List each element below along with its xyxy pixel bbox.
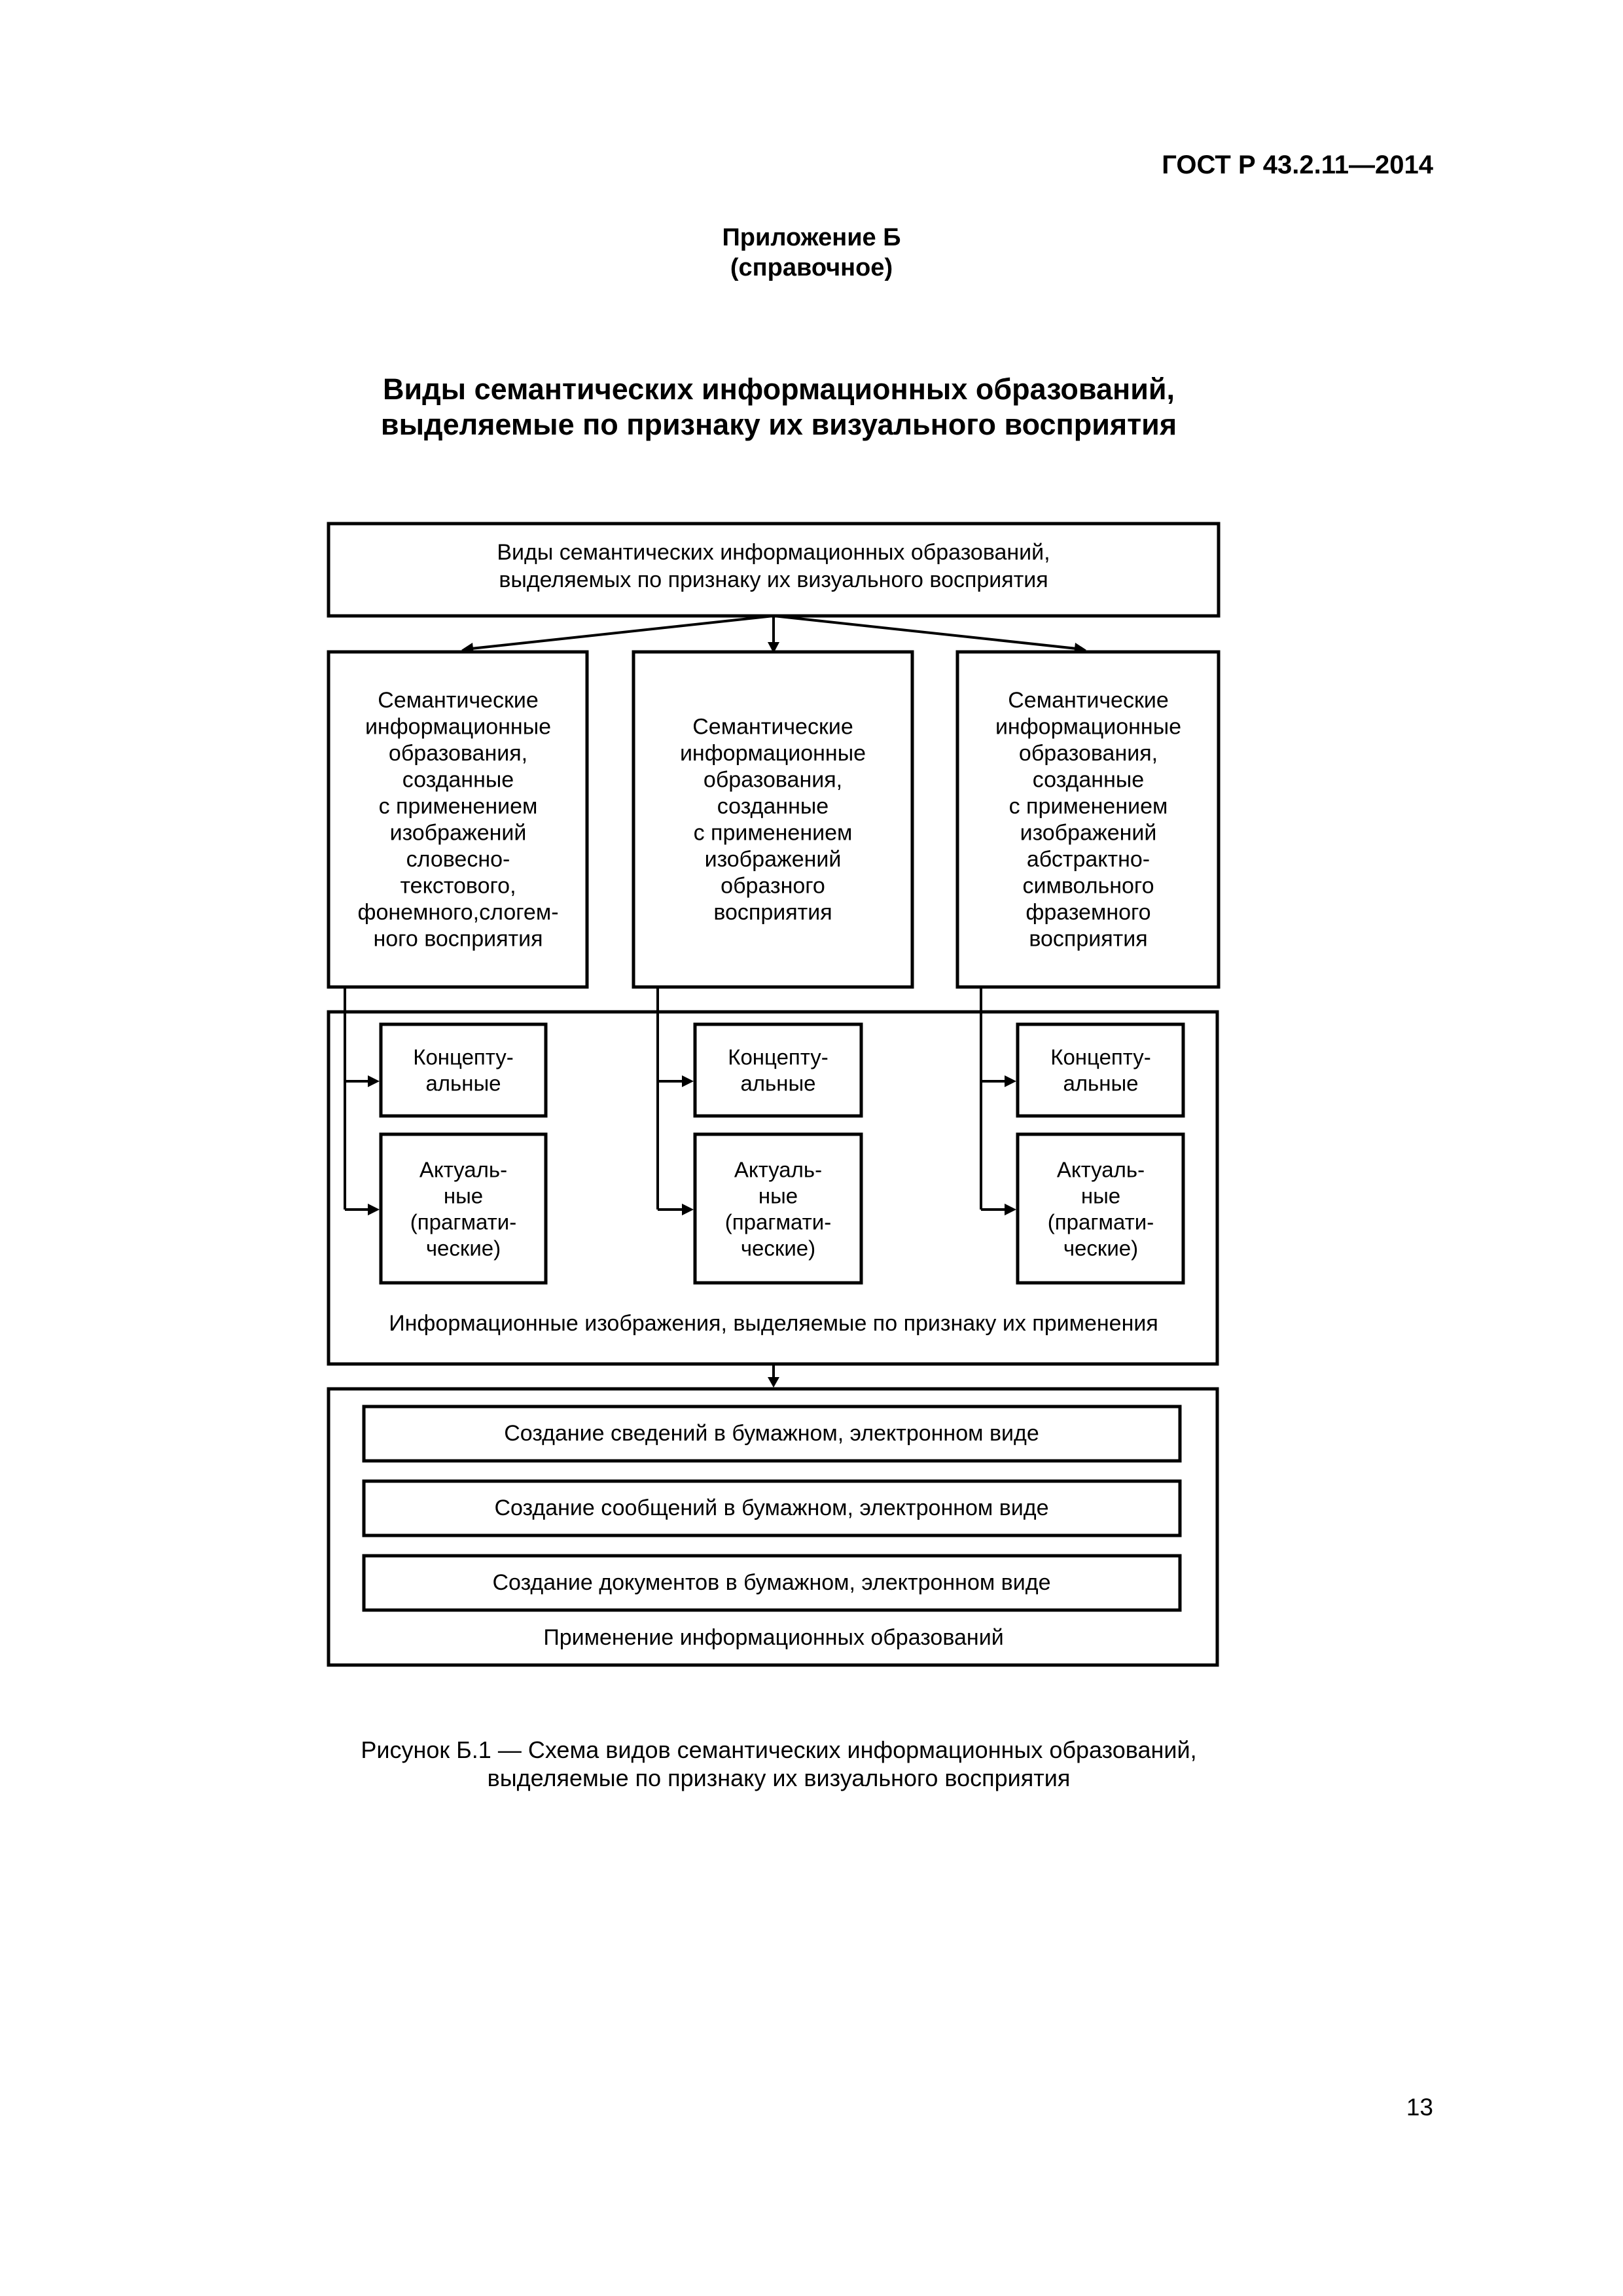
category-2-text-line-4: созданные bbox=[717, 794, 829, 819]
category-3-text-line-5: с применением bbox=[1009, 794, 1168, 819]
applications-group: Создание сведений в бумажном, электронно… bbox=[327, 1387, 1219, 1667]
actual-2-text-line-1: Актуаль- bbox=[734, 1158, 822, 1182]
category-1-text-line-9: фонемного,слогем- bbox=[357, 900, 558, 925]
subtype-connectors bbox=[344, 987, 1016, 1215]
application-item-2: Создание сообщений в бумажном, электронн… bbox=[494, 1496, 1048, 1520]
appendix-label: Приложение Б bbox=[722, 224, 901, 251]
category-1-text-line-2: информационные bbox=[365, 714, 551, 739]
category-1-text-line-8: текстового, bbox=[400, 873, 516, 898]
actual-1-text-line-2: ные bbox=[444, 1184, 483, 1208]
appendix-title: Виды семантических информационных образо… bbox=[255, 372, 1302, 442]
actual-1-text-line-4: ческие) bbox=[426, 1236, 501, 1261]
subtype-conceptual-3: Концепту-альные bbox=[1016, 1022, 1185, 1118]
category-1-text-line-6: изображений bbox=[390, 820, 527, 845]
category-1-text-line-3: образования, bbox=[389, 741, 527, 766]
actual-3-text-line-1: Актуаль- bbox=[1057, 1158, 1145, 1182]
category-1-text-line-5: с применением bbox=[379, 794, 538, 819]
actual-2-text-line-4: ческие) bbox=[741, 1236, 815, 1261]
subtype-conceptual-2: Концепту-альные bbox=[693, 1022, 863, 1118]
category-2-text-line-8: восприятия bbox=[713, 900, 832, 925]
category-2-text-line-2: информационные bbox=[680, 741, 866, 766]
actual-2-text-line-3: (прагмати- bbox=[725, 1210, 831, 1234]
category-3-text-line-8: символьного bbox=[1022, 873, 1154, 898]
root-node-line-1: Виды семантических информационных образо… bbox=[497, 540, 1050, 565]
page-number: 13 bbox=[1406, 2094, 1433, 2121]
conceptual-2-text-line-2: альные bbox=[740, 1071, 815, 1096]
actual-3-text-line-4: ческие) bbox=[1063, 1236, 1138, 1261]
category-node-verbal: Семантическиеинформационныеобразования,с… bbox=[327, 650, 589, 989]
images-group-label: Информационные изображения, выделяемые п… bbox=[389, 1311, 1158, 1336]
category-1-text-line-4: созданные bbox=[402, 767, 514, 792]
actual-1-text-line-3: (прагмати- bbox=[410, 1210, 516, 1234]
appendix-status: (справочное) bbox=[730, 254, 893, 281]
root-node: Виды семантических информационных образо… bbox=[327, 522, 1221, 618]
title-line-2: выделяемые по признаку их визуального во… bbox=[380, 408, 1177, 441]
category-node-figurative: Семантическиеинформационныеобразования,с… bbox=[632, 650, 914, 989]
category-node-figurative-text: Семантическиеинформационныеобразования,с… bbox=[680, 714, 866, 925]
category-1-text-line-1: Семантические bbox=[378, 688, 539, 713]
root-connectors bbox=[461, 615, 1086, 655]
subtype-actual-2: Актуаль-ные(прагмати-ческие) bbox=[693, 1132, 863, 1285]
standard-number: ГОСТ Р 43.2.11—2014 bbox=[1162, 151, 1433, 179]
category-2-text-line-1: Семантические bbox=[692, 714, 853, 739]
application-item-3: Создание документов в бумажном, электрон… bbox=[492, 1570, 1050, 1595]
category-1-text-line-7: словесно- bbox=[406, 847, 510, 872]
actual-3-text-line-2: ные bbox=[1081, 1184, 1120, 1208]
subtype-conceptual-1: Концепту-альные bbox=[379, 1022, 548, 1118]
actual-2-text-line-2: ные bbox=[758, 1184, 798, 1208]
conceptual-3-text-line-2: альные bbox=[1063, 1071, 1138, 1096]
conceptual-1-text-line-2: альные bbox=[425, 1071, 501, 1096]
category-node-verbal-text: Семантическиеинформационныеобразования,с… bbox=[357, 688, 558, 952]
conceptual-3-text-line-1: Концепту- bbox=[1050, 1045, 1151, 1069]
figure-caption: Рисунок Б.1 — Схема видов семантических … bbox=[255, 1736, 1302, 1792]
category-1-text-line-10: ного восприятия bbox=[374, 926, 543, 951]
conceptual-1-text-line-1: Концепту- bbox=[413, 1045, 514, 1069]
title-line-1: Виды семантических информационных образо… bbox=[382, 372, 1175, 406]
category-2-text-line-6: изображений bbox=[705, 847, 842, 872]
actual-1-text-line-1: Актуаль- bbox=[419, 1158, 507, 1182]
conceptual-2-text-line-1: Концепту- bbox=[728, 1045, 829, 1069]
category-2-text-line-7: образного bbox=[721, 873, 825, 898]
subtype-actual-3: Актуаль-ные(прагмати-ческие) bbox=[1016, 1132, 1185, 1285]
category-3-text-line-3: образования, bbox=[1019, 741, 1158, 766]
category-3-text-line-6: изображений bbox=[1020, 820, 1157, 845]
group-connector bbox=[768, 1364, 779, 1388]
caption-line-1: Рисунок Б.1 — Схема видов семантических … bbox=[361, 1736, 1197, 1763]
category-3-text-line-10: восприятия bbox=[1029, 926, 1147, 951]
appendix-heading: Приложение Б (справочное) bbox=[484, 223, 1139, 283]
category-3-text-line-9: фраземного bbox=[1026, 900, 1150, 925]
application-item-1: Создание сведений в бумажном, электронно… bbox=[504, 1421, 1039, 1446]
category-node-symbolic-text: Семантическиеинформационныеобразования,с… bbox=[995, 688, 1181, 952]
actual-3-text-line-3: (прагмати- bbox=[1048, 1210, 1154, 1234]
category-node-symbolic: Семантическиеинформационныеобразования,с… bbox=[955, 650, 1221, 989]
subtype-actual-1: Актуаль-ные(прагмати-ческие) bbox=[379, 1132, 548, 1285]
category-2-text-line-5: с применением bbox=[694, 820, 853, 845]
category-3-text-line-7: абстрактно- bbox=[1027, 847, 1150, 872]
category-3-text-line-4: созданные bbox=[1033, 767, 1144, 792]
category-3-text-line-2: информационные bbox=[995, 714, 1181, 739]
applications-group-label: Применение информационных образований bbox=[543, 1625, 1003, 1650]
category-3-text-line-1: Семантические bbox=[1008, 688, 1169, 713]
category-2-text-line-3: образования, bbox=[704, 767, 842, 792]
caption-line-2: выделяемые по признаку их визуального во… bbox=[487, 1765, 1071, 1791]
root-node-line-2: выделяемых по признаку их визуального во… bbox=[499, 567, 1048, 592]
